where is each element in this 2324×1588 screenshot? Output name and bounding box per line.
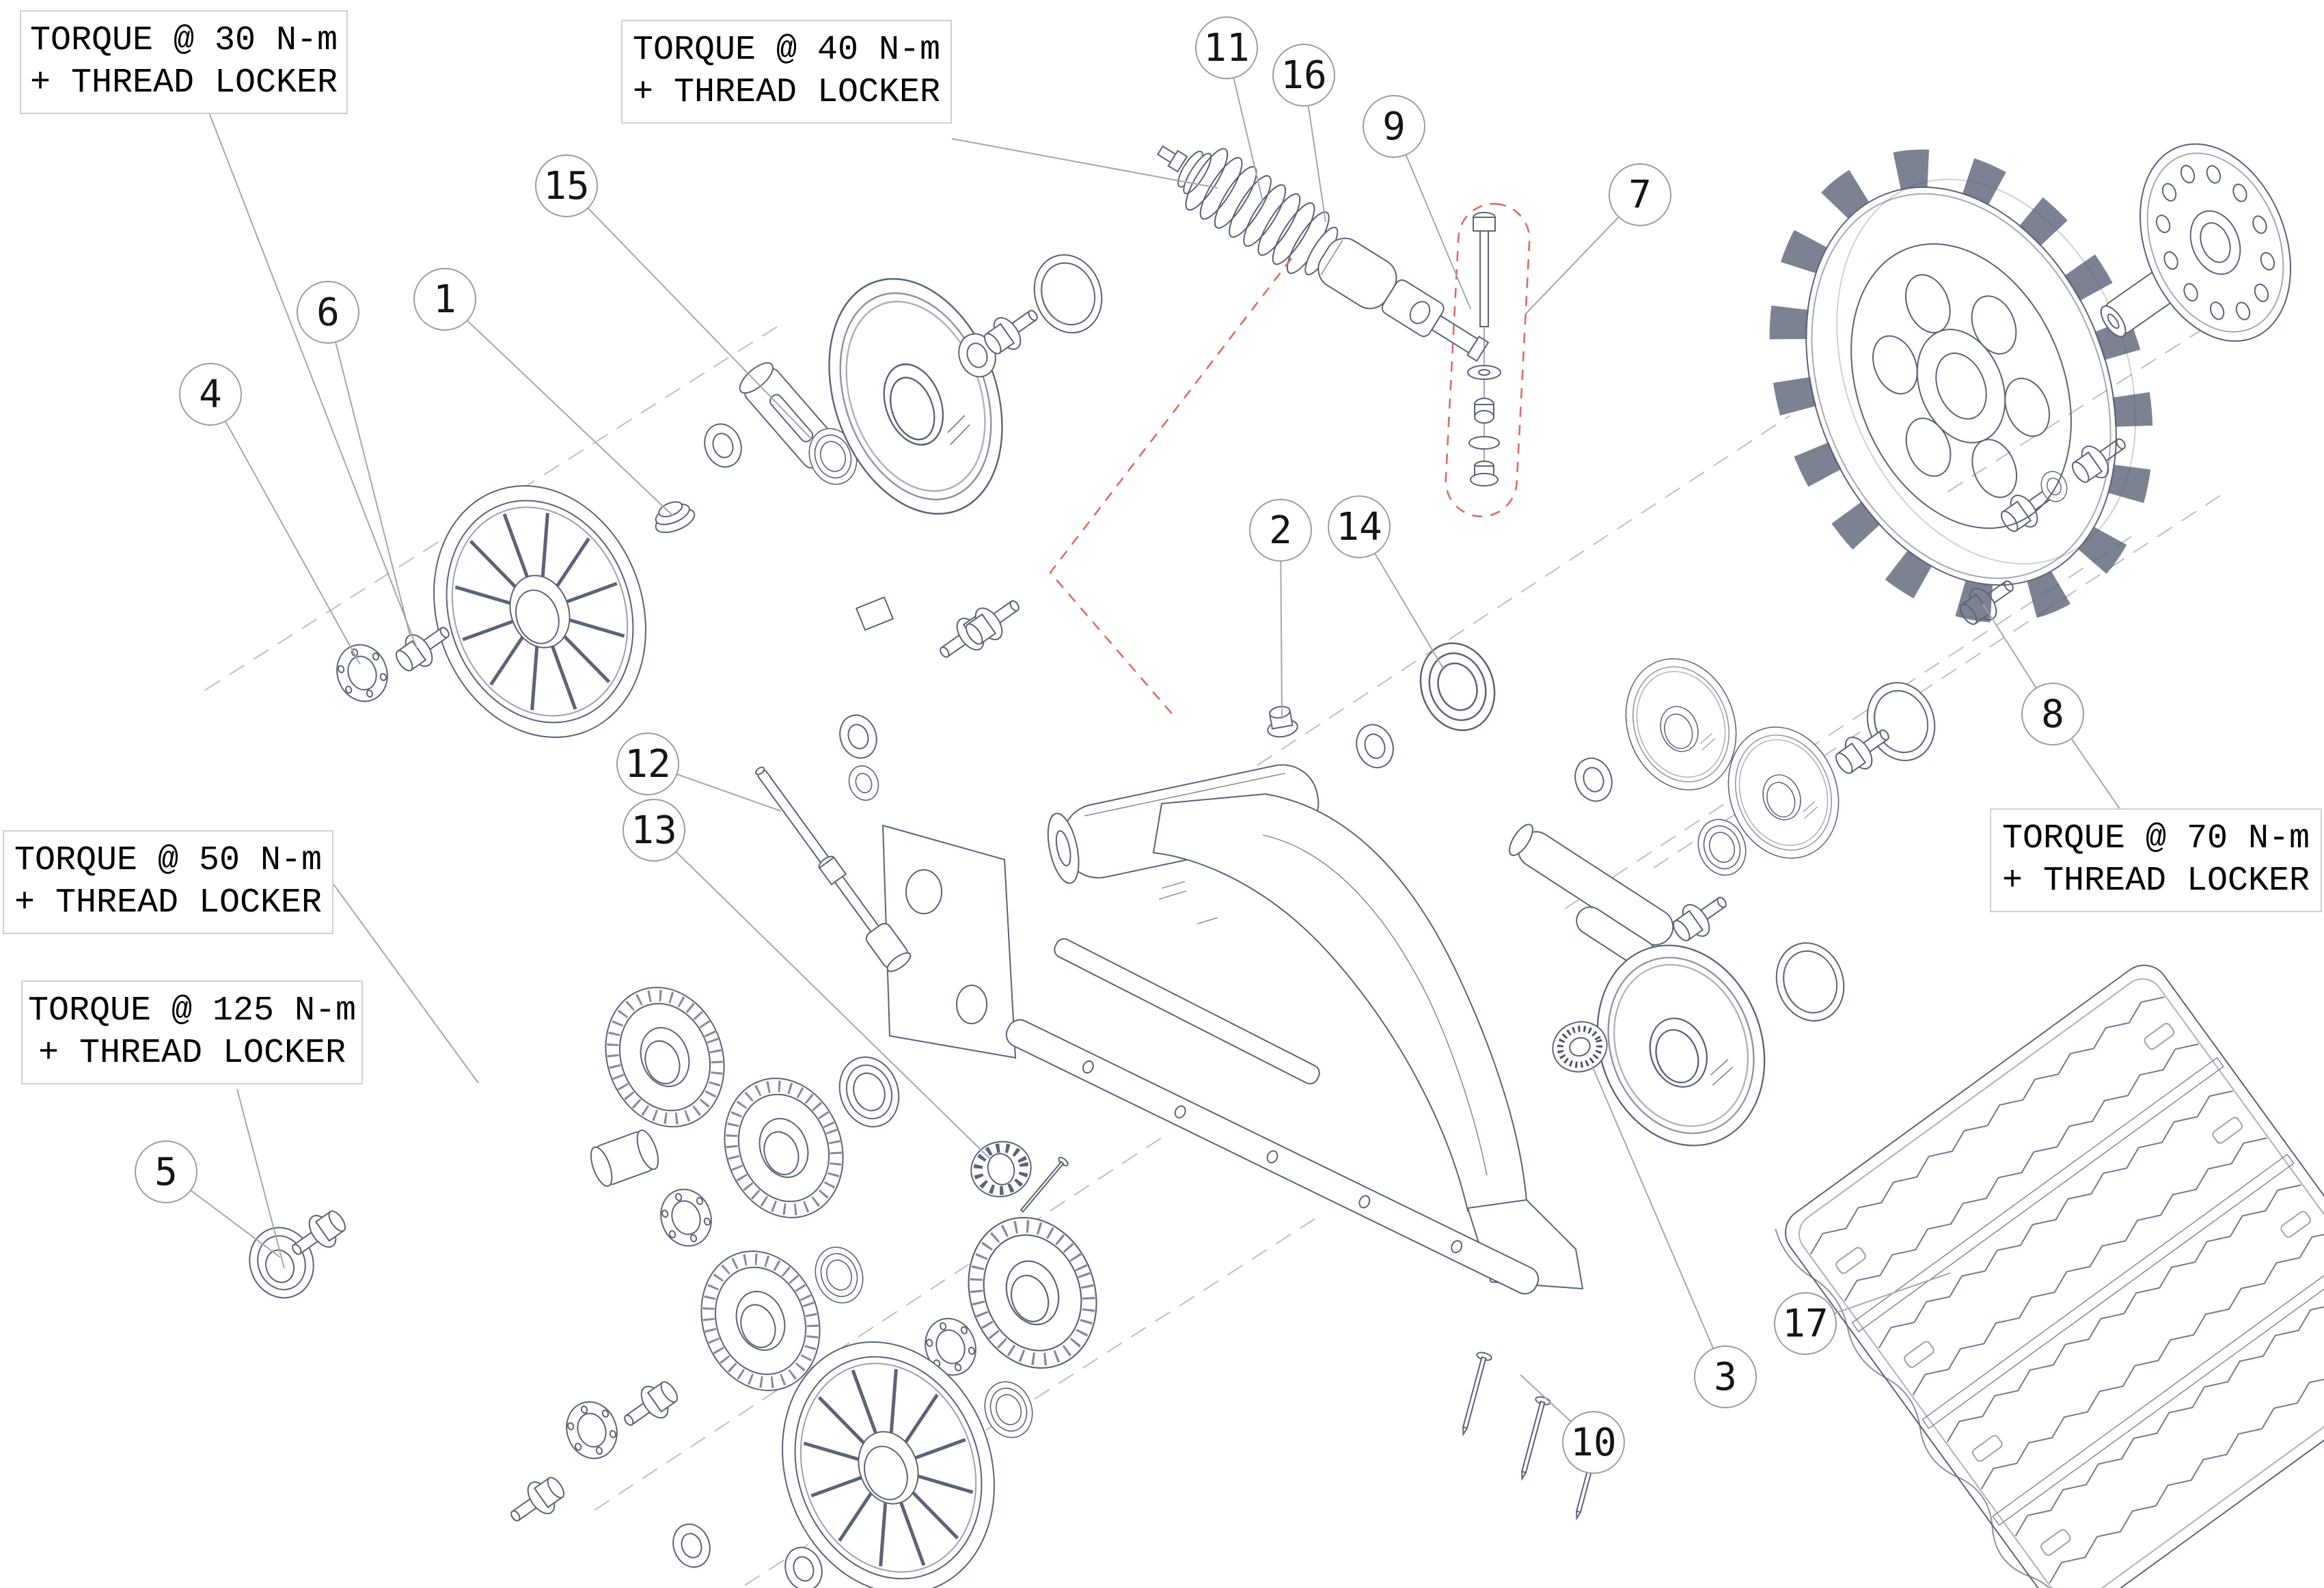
- axis-line-3: [1257, 415, 1791, 766]
- callout-3: 3: [1694, 1345, 1757, 1408]
- red-dashed-highlights: [1049, 202, 1531, 717]
- callout-3-leader: [1591, 1065, 1726, 1378]
- torque-label-125: TORQUE @ 125 N-m + THREAD LOCKER: [21, 981, 363, 1084]
- torque-label-50-line2: + THREAD LOCKER: [14, 884, 323, 922]
- decal-marks: [1158, 881, 1218, 925]
- track-screw: [1455, 1350, 1493, 1437]
- track-segment: [1775, 964, 2324, 1588]
- rubber-cap: [1552, 1021, 1608, 1073]
- callout-6-leader: [327, 312, 411, 636]
- rail-beam: [1005, 1019, 1540, 1295]
- right-idler-stack: [1552, 426, 2135, 1171]
- torque-label-30-line2: + THREAD LOCKER: [29, 64, 338, 102]
- bracket-plate: [881, 824, 1017, 1059]
- torque-label-70-line1: TORQUE @ 70 N-m: [2001, 819, 2310, 858]
- cap: [648, 495, 699, 538]
- callout-8: 8: [2021, 683, 2084, 745]
- bushing: [590, 1130, 659, 1187]
- callout-9-leader: [1393, 126, 1471, 310]
- idler-wheel-disc-top: [797, 254, 1034, 539]
- tension-rod: [754, 766, 912, 972]
- track-screw: [1514, 1395, 1552, 1481]
- torque-label-30-leader: [208, 112, 418, 648]
- arm-body: [1152, 793, 1528, 1212]
- callout-6: 6: [297, 281, 359, 344]
- callout-16: 16: [1272, 44, 1335, 107]
- torque-label-40-line2: + THREAD LOCKER: [632, 73, 941, 112]
- callout-11: 11: [1195, 16, 1258, 79]
- callout-17: 17: [1774, 1292, 1837, 1355]
- bolt-kit-stack: [1467, 212, 1501, 487]
- callout-2: 2: [1249, 499, 1312, 562]
- callout-10: 10: [1562, 1411, 1625, 1474]
- callout-7: 7: [1609, 163, 1671, 226]
- callout-15: 15: [535, 154, 598, 217]
- red-dashed-capsule: [1445, 202, 1531, 518]
- callout-4-leader: [210, 394, 361, 665]
- callout-15-leader: [566, 185, 814, 441]
- torque-label-40-leader: [951, 138, 1218, 189]
- callout-4: 4: [179, 363, 242, 426]
- torque-label-70-leader: [2071, 739, 2121, 810]
- torque-label-50-line1: TORQUE @ 50 N-m: [14, 841, 323, 880]
- torque-label-40: TORQUE @ 40 N-m+ THREAD LOCKER: [621, 20, 952, 124]
- callout-12: 12: [616, 733, 679, 795]
- callout-1: 1: [413, 268, 476, 331]
- torque-label-50-leader: [333, 884, 479, 1084]
- drive-sprocket: [1769, 149, 2153, 623]
- wheel-cap: [1023, 245, 1113, 343]
- callout-9: 9: [1363, 95, 1425, 158]
- torque-label-125-line2: + THREAD LOCKER: [38, 1034, 346, 1073]
- cross-shaft: [1509, 823, 1674, 946]
- swingarm-assembly: [881, 764, 1674, 1295]
- spoked-idler-wheel-left: [400, 456, 681, 767]
- red-dashed-polyline: [1049, 258, 1293, 717]
- callout-1-leader: [444, 299, 674, 517]
- torque-label-40-line1: TORQUE @ 40 N-m: [632, 31, 941, 70]
- callout-14: 14: [1328, 495, 1391, 558]
- callout-5: 5: [135, 1140, 197, 1203]
- callout-2-leader: [1280, 530, 1283, 720]
- bogie-wheel-cluster: [502, 971, 1117, 1588]
- shock-absorber: [1156, 145, 1490, 362]
- bearing-large: [1408, 631, 1507, 742]
- callout-13: 13: [623, 799, 685, 862]
- torque-label-50: TORQUE @ 50 N-m + THREAD LOCKER: [3, 830, 333, 934]
- callout-13-leader: [653, 830, 990, 1159]
- torque-label-125-leader: [236, 1089, 285, 1269]
- sprocket-hub-flange: [2139, 143, 2292, 342]
- torque-label-70: TORQUE @ 70 N-m + THREAD LOCKER: [1990, 808, 2322, 912]
- torque-label-30: TORQUE @ 30 N-m + THREAD LOCKER: [20, 10, 348, 114]
- torque-label-70-line2: + THREAD LOCKER: [2001, 862, 2310, 901]
- torque-label-125-line1: TORQUE @ 125 N-m: [27, 991, 357, 1030]
- torque-label-30-line1: TORQUE @ 30 N-m: [29, 21, 338, 60]
